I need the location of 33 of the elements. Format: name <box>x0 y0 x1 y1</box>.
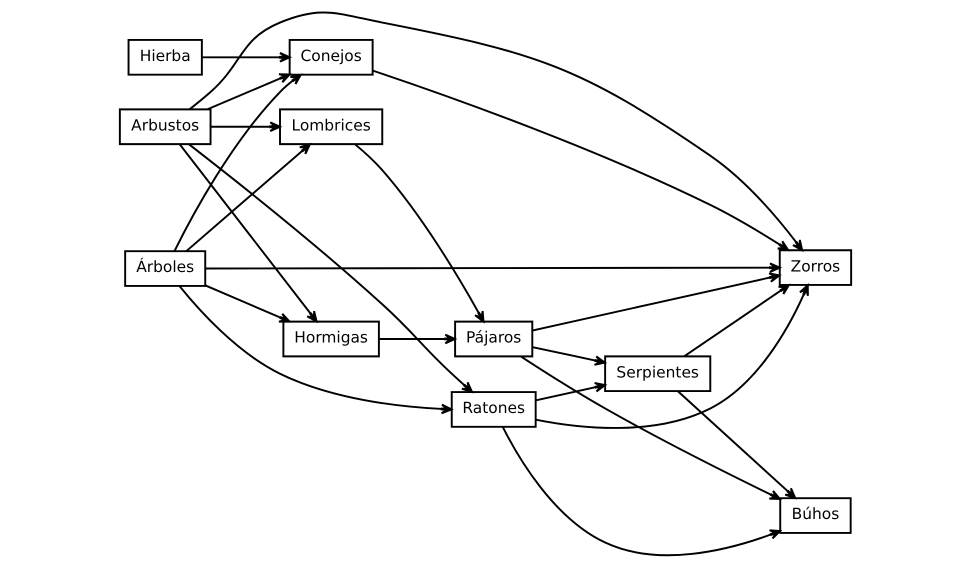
node-box: Árboles <box>124 250 206 287</box>
node-box: Serpientes <box>604 355 711 392</box>
arrow <box>501 426 781 556</box>
node-box: Arbustos <box>118 108 211 146</box>
arrow <box>185 143 310 252</box>
arrow <box>520 356 780 500</box>
arrow <box>535 284 808 429</box>
arrow <box>676 390 796 499</box>
arrow <box>378 334 456 344</box>
arrow <box>354 144 484 323</box>
arrow <box>532 272 780 332</box>
node-box: Hierba <box>127 38 202 76</box>
arrow <box>372 70 789 252</box>
arrow <box>178 285 452 414</box>
arrow <box>210 121 280 132</box>
node-box: Lombrices <box>278 108 383 146</box>
arrow <box>535 382 606 402</box>
node-box: Hormigas <box>282 320 380 358</box>
node-box: Búhos <box>778 497 852 534</box>
node-box: Conejos <box>288 38 374 76</box>
arrow <box>206 73 290 110</box>
arrow <box>683 284 790 357</box>
arrow <box>202 52 290 63</box>
node-box: Pájaros <box>454 320 533 358</box>
arrow <box>188 12 803 252</box>
arrow <box>188 143 473 393</box>
arrow <box>178 144 318 322</box>
arrow <box>204 284 290 323</box>
arrow <box>532 346 606 366</box>
node-box: Zorros <box>778 249 852 286</box>
arrow <box>173 74 302 252</box>
node-box: Ratones <box>450 391 536 428</box>
arrow <box>204 262 780 273</box>
